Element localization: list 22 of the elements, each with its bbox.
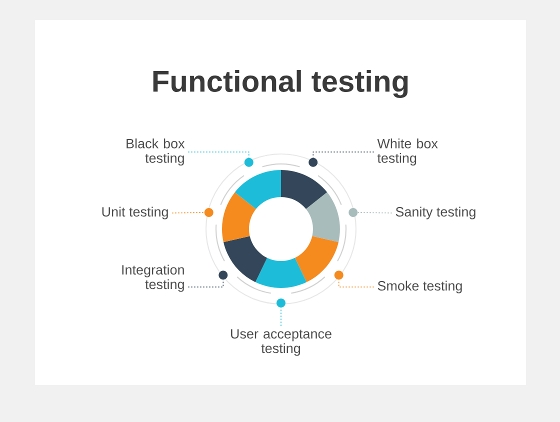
marker-dot — [348, 208, 358, 218]
leader-line — [357, 212, 392, 214]
leader-line — [172, 212, 205, 214]
marker-dot — [276, 298, 286, 308]
item-label: Smoke testing — [378, 280, 462, 294]
marker-dot — [334, 270, 344, 280]
marker-dot — [218, 270, 228, 280]
item-label: Unit testing — [102, 206, 168, 220]
leader-line — [280, 307, 282, 326]
marker-dot — [204, 208, 214, 218]
leader-line — [188, 152, 250, 158]
leader-line — [188, 279, 224, 288]
marker-dot — [244, 158, 254, 167]
item-label: White box testing — [377, 138, 438, 166]
item-label: User acceptance testing — [231, 329, 332, 356]
item-label: Integration testing — [122, 264, 184, 292]
leader-line — [312, 152, 374, 158]
item-label: Sanity testing — [396, 206, 476, 220]
title: Functional testing — [153, 70, 408, 98]
item-label: Black box testing — [126, 138, 185, 166]
marker-dot — [308, 158, 318, 167]
leader-line — [338, 279, 374, 288]
